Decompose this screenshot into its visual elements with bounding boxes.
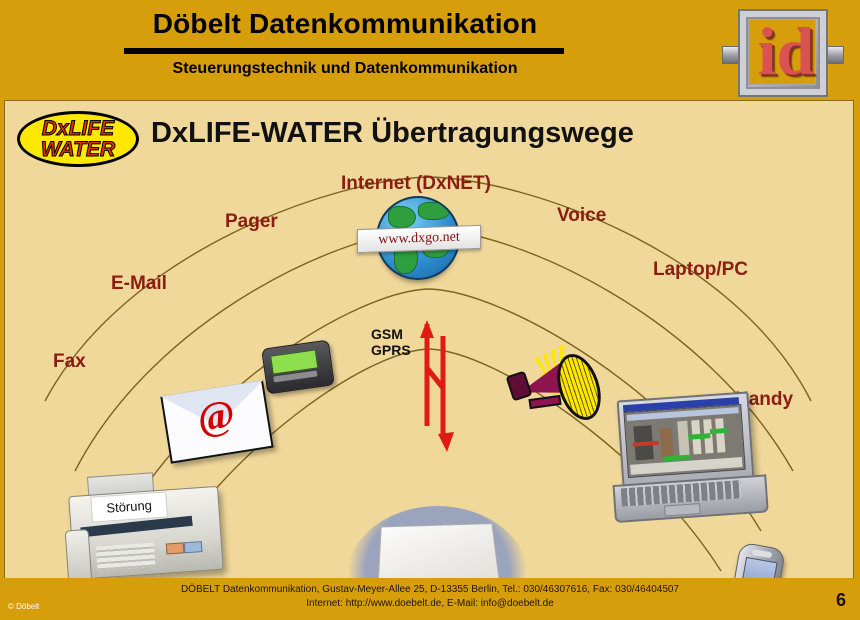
badge-line-2: WATER	[40, 138, 116, 162]
pager-device	[261, 339, 335, 395]
label-fax: Fax	[53, 351, 86, 372]
company-subtitle: Steuerungstechnik und Datenkommunikation	[172, 60, 518, 77]
logo-text: id	[757, 13, 815, 89]
badge-ellipse	[17, 111, 139, 167]
label-pager: Pager	[225, 211, 278, 232]
slide-title: DxLIFE-WATER Übertragungswege	[151, 117, 634, 149]
logo-inner-panel	[748, 19, 816, 85]
laptop-device	[601, 391, 770, 532]
slide-header: Döbelt Datenkommunikation Steuerungstech…	[0, 0, 860, 100]
globe-url-text: www.dxgo.net	[378, 229, 460, 248]
content-panel: DxLIFE WATER DxLIFE-WATER Übertragungswe…	[4, 100, 854, 580]
gsm-line-2: GPRS	[371, 342, 411, 358]
badge-line-1: DxLIFE	[41, 117, 115, 141]
label-laptop-pc: Laptop/PC	[653, 259, 748, 280]
header-divider	[124, 48, 564, 54]
laptop-screen-content	[624, 405, 745, 477]
fax-key-blue	[183, 541, 203, 554]
slide-footer: DÖBELT Datenkommunikation, Gustav-Meyer-…	[0, 578, 860, 620]
copyright-mark: © Döbelt	[8, 602, 40, 611]
gsm-gprs-label: GSM GPRS	[371, 326, 411, 358]
fax-handset	[64, 528, 93, 579]
label-internet: Internet (DxNET)	[341, 173, 491, 194]
dxlife-water-badge: DxLIFE WATER	[17, 111, 139, 167]
label-email: E-Mail	[111, 273, 167, 294]
fax-output-paper: Störung	[90, 491, 168, 523]
gsm-gprs-arrow	[420, 320, 454, 452]
page-number: 6	[835, 590, 846, 610]
company-title: Döbelt Datenkommunikation	[152, 8, 538, 39]
controller-box-lid	[376, 523, 502, 579]
footer-address-line: DÖBELT Datenkommunikation, Gustav-Meyer-…	[180, 584, 680, 595]
fax-key-orange	[165, 542, 185, 555]
footer-internet-line: Internet: http://www.doebelt.de, E-Mail:…	[306, 598, 554, 609]
fax-paper-text: Störung	[105, 497, 153, 516]
gsm-line-1: GSM	[371, 326, 403, 342]
label-handy: Handy	[735, 389, 794, 410]
laptop-screen	[623, 403, 746, 479]
fax-machine: Störung	[61, 468, 229, 579]
label-voice: Voice	[557, 205, 607, 226]
globe-url-banner: www.dxgo.net	[357, 224, 481, 254]
id-logo: id	[722, 6, 844, 97]
fax-keypad	[95, 542, 156, 571]
